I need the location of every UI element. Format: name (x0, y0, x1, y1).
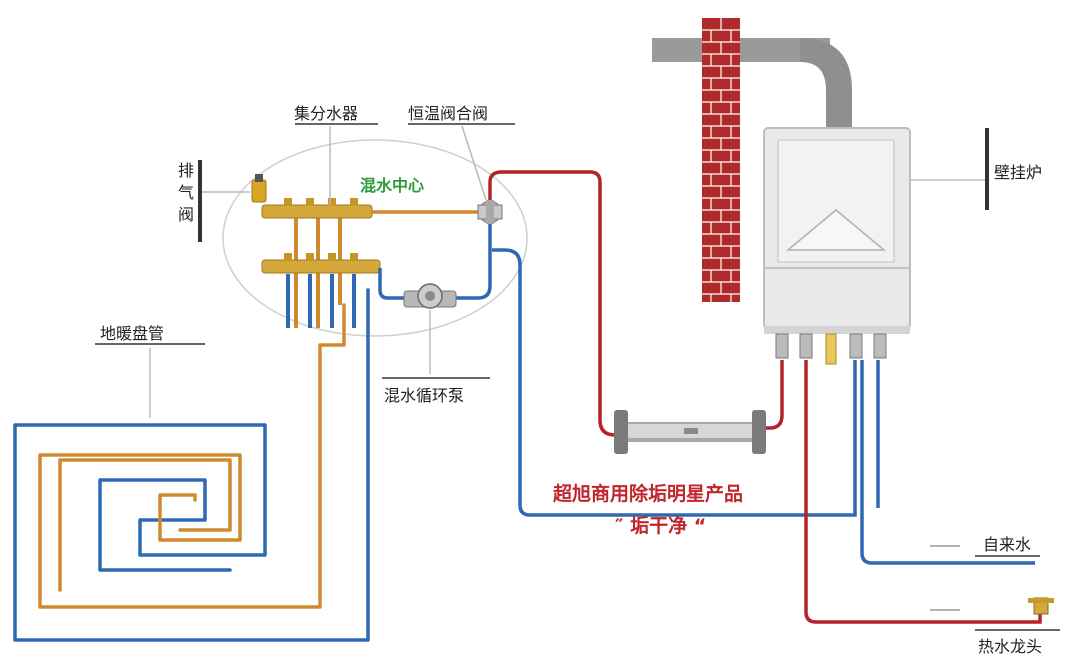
product-label-line1: 超旭商用除垢明星产品 (552, 482, 743, 505)
circulation-pump-icon (403, 283, 457, 309)
faucet-icon (1028, 597, 1054, 615)
manifold (261, 198, 381, 274)
mixing-center-outline (222, 139, 528, 337)
flue-pipe (652, 38, 852, 128)
brick-chimney (702, 18, 740, 302)
floor-coil-label: 地暖盘管 (100, 324, 164, 343)
descaler-device-icon (614, 410, 766, 454)
floor-heating-coil (13, 288, 370, 642)
mixing-center-label: 混水中心 (360, 176, 424, 195)
mixing-valve-label: 恒温阀合阀 (408, 104, 488, 123)
hot-faucet-label: 热水龙头 (978, 637, 1042, 656)
product-label-line2: ″ 垢干净 “ (615, 514, 706, 537)
air-vent-label: 排气阀 (178, 161, 194, 224)
wall-mounted-boiler (763, 127, 911, 334)
pump-label: 混水循环泵 (384, 386, 464, 405)
tap-water-label: 自来水 (983, 535, 1031, 554)
boiler-flame-icon (785, 209, 887, 251)
manifold-label: 集分水器 (294, 104, 358, 123)
boiler-valves (775, 333, 887, 365)
boiler-label: 壁挂炉 (994, 163, 1042, 182)
thermostatic-mixing-valve (477, 200, 503, 224)
air-vent-icon (251, 174, 267, 203)
